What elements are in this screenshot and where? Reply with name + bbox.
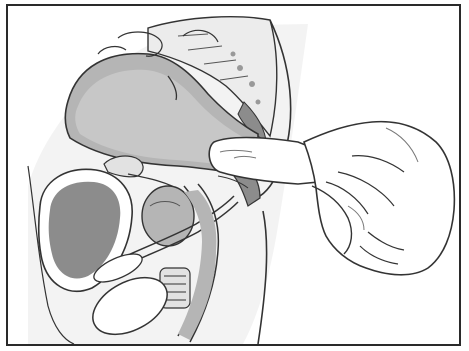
- gloved-hand: [304, 122, 454, 275]
- anatomy-illustration: [8, 6, 459, 344]
- illustration-frame: [6, 4, 461, 346]
